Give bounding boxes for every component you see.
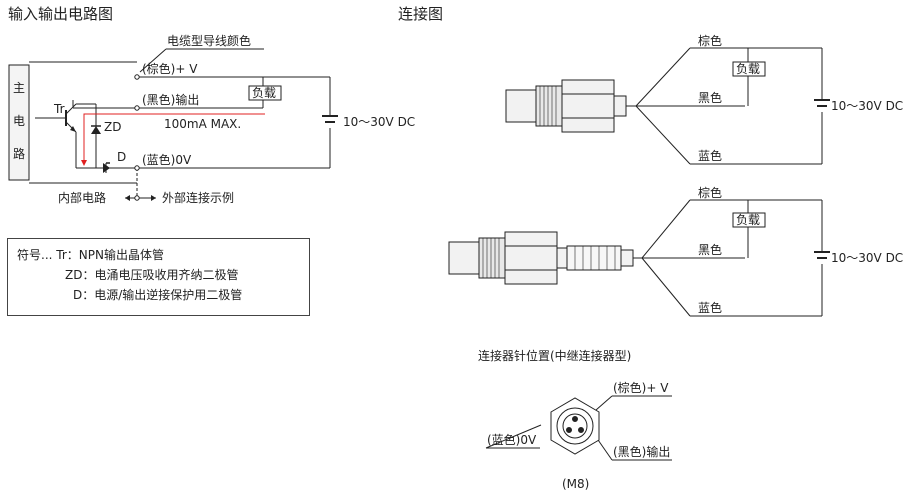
conn1-load-label: 负载 (736, 62, 761, 76)
sensor-cable-type (505, 47, 830, 165)
wire-color-caption: 电缆型导线颜色 (167, 34, 252, 48)
pin-blue-label: (蓝色)0V (487, 433, 537, 447)
pin-layout-graphic (550, 397, 600, 455)
conn2-brown-label: 棕色 (698, 186, 723, 200)
conn1-black-label: 黑色 (698, 91, 723, 105)
conn2-blue-label: 蓝色 (698, 301, 723, 315)
diode-label: D (117, 150, 127, 164)
emitter-arrow (70, 126, 76, 132)
main-circuit-block (8, 64, 30, 181)
diode-triangle (103, 163, 110, 173)
sensor-connector-type (448, 199, 830, 317)
arrow-left-head (125, 195, 130, 201)
circuit-supply-label: 10～30V DC (343, 115, 416, 129)
legend-line-d: D：电源/输出逆接保护用二极管 (73, 288, 243, 302)
conn1-blue-label: 蓝色 (698, 149, 723, 163)
transistor-label: Tr (54, 102, 65, 116)
pin-black-label: (黑色)输出 (613, 445, 671, 459)
max-current-label: 100mA MAX. (164, 117, 242, 131)
internal-circuit-label: 内部电路 (58, 191, 107, 205)
main-circuit-char-2: 电 (13, 114, 26, 128)
conn2-supply-label: 10～30V DC (831, 251, 904, 265)
circuit-title: 输入输出电路图 (8, 5, 114, 23)
pin-brown-label: (棕色)+ V (613, 381, 669, 395)
circuit-load-label: 负载 (252, 86, 277, 100)
zener-label: ZD (104, 120, 122, 134)
current-path (83, 113, 265, 163)
conn1-brown-label: 棕色 (698, 34, 723, 48)
conn1-supply-label: 10～30V DC (831, 99, 904, 113)
arrow-right-head (151, 195, 156, 201)
external-connection-label: 外部连接示例 (162, 191, 235, 205)
legend-line-tr: 符号... Tr：NPN输出晶体管 (17, 248, 164, 262)
brown-terminal-label: (棕色)+ V (142, 62, 198, 76)
zener-triangle (91, 126, 101, 134)
connection-title: 连接图 (398, 5, 444, 23)
legend-line-zd: ZD：电涌电压吸收用齐纳二极管 (65, 268, 239, 282)
pin-layout-title: 连接器针位置(中继连接器型) (478, 349, 632, 363)
conn2-black-label: 黑色 (698, 243, 723, 257)
symbol-legend (7, 238, 310, 316)
pin-model-label: (M8) (562, 477, 590, 491)
black-terminal-label: (黑色)输出 (142, 93, 200, 107)
blue-terminal-label: (蓝色)0V (142, 153, 192, 167)
main-circuit-char-1: 主 (13, 81, 26, 95)
conn2-load-label: 负载 (736, 213, 761, 227)
main-circuit-char-3: 路 (13, 147, 26, 161)
